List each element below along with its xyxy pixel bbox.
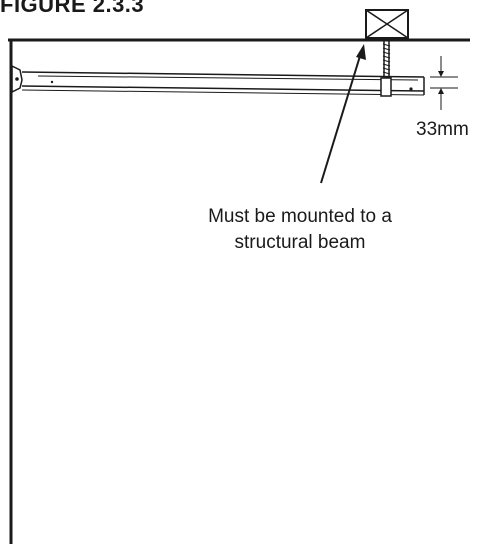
dimension-marker	[430, 56, 458, 110]
structural-beam	[365, 9, 409, 39]
clearance-label: 33mm	[416, 119, 469, 140]
callout-arrow	[320, 44, 366, 184]
mount-note: Must be mounted to a structural beam	[208, 206, 392, 253]
figure-title: FIGURE 2.3.3	[0, 0, 145, 17]
opener-rail	[21, 71, 425, 97]
header-bracket	[11, 64, 23, 94]
